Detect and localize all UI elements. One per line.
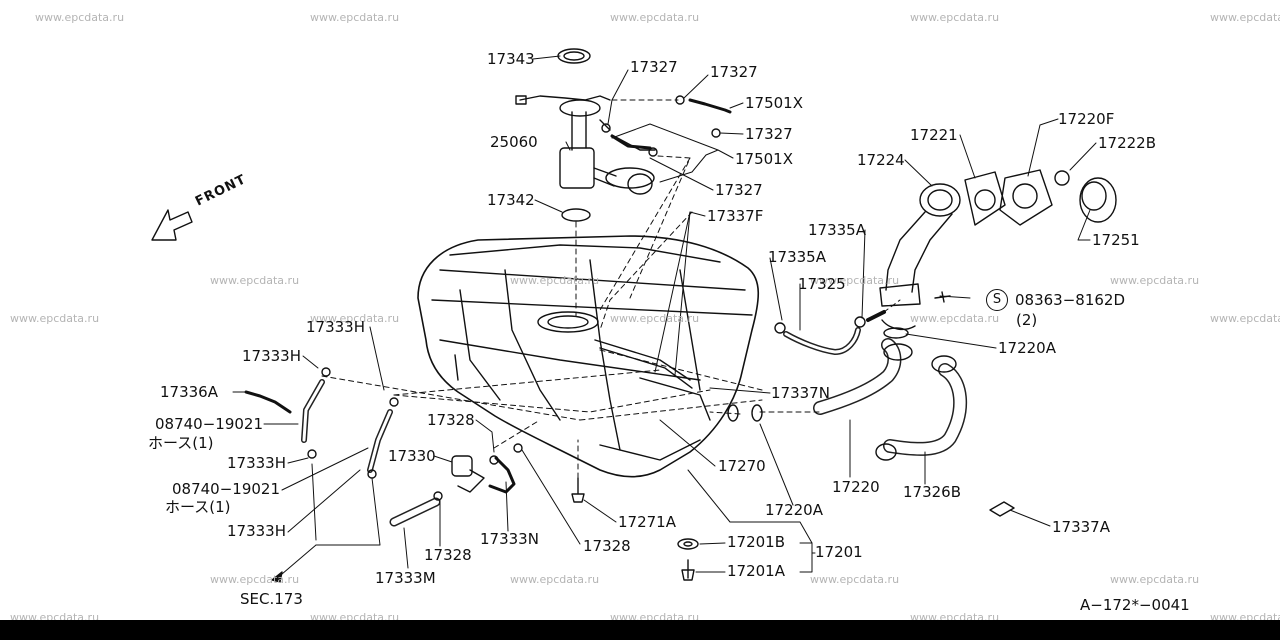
sealant-symbol-icon: S	[986, 289, 1008, 311]
part-label-17336A: 17336A	[160, 383, 218, 401]
part-label-17327-c: 17327	[745, 125, 793, 143]
part-label-17335A-a: 17335A	[808, 221, 866, 239]
watermark-text: www.epcdata.ru	[35, 11, 125, 24]
part-label-hose-a: ホース(1)	[148, 434, 214, 452]
bottom-border-bar	[0, 620, 1280, 640]
part-label-08363-8162D: 08363−8162D	[1015, 291, 1126, 309]
part-label-17333N: 17333N	[480, 530, 539, 548]
part-label-17335A-b: 17335A	[768, 248, 826, 266]
part-label-17220A-a: 17220A	[998, 339, 1056, 357]
part-label-17224: 17224	[857, 151, 905, 169]
part-label-08740-19021-a: 08740−19021	[155, 415, 264, 433]
part-label-hose-b: ホース(1)	[165, 498, 231, 516]
watermark-text: www.epcdata.ru	[1110, 274, 1200, 287]
part-label-qty-2: (2)	[1016, 311, 1038, 329]
part-label-17201: 17201	[815, 543, 863, 561]
watermark-text: www.epcdata.ru	[510, 274, 600, 287]
part-label-17342: 17342	[487, 191, 535, 209]
watermark-text: www.epcdata.ru	[310, 312, 400, 325]
part-label-17333H-b: 17333H	[242, 347, 301, 365]
fuel-pump-unit	[515, 48, 656, 222]
part-label-17330: 17330	[388, 447, 436, 465]
part-label-17337F: 17337F	[707, 207, 764, 225]
part-label-17222B: 17222B	[1098, 134, 1157, 152]
watermark-text: www.epcdata.ru	[510, 573, 600, 586]
watermark-text: www.epcdata.ru	[810, 274, 900, 287]
part-label-page-code: A−172*−0041	[1080, 596, 1190, 614]
part-label-17337N-a: 17337N	[771, 384, 830, 402]
fuel-tank-shape	[417, 235, 760, 478]
part-label-17327-b: 17327	[710, 63, 758, 81]
part-label-17325: 17325	[798, 275, 846, 293]
part-label-17327-a: 17327	[630, 58, 678, 76]
watermark-text: www.epcdata.ru	[910, 11, 1000, 24]
part-label-17501X-b: 17501X	[735, 150, 793, 168]
watermark-text: www.epcdata.ru	[210, 573, 300, 586]
watermark-text: www.epcdata.ru	[910, 312, 1000, 325]
watermark-text: www.epcdata.ru	[610, 11, 700, 24]
part-label-17328-b: 17328	[583, 537, 631, 555]
watermark-text: www.epcdata.ru	[10, 312, 100, 325]
watermark-text: www.epcdata.ru	[1210, 11, 1280, 24]
watermark-text: www.epcdata.ru	[810, 573, 900, 586]
part-label-17333M: 17333M	[375, 569, 436, 587]
watermark-text: www.epcdata.ru	[210, 274, 300, 287]
part-label-17343: 17343	[487, 50, 535, 68]
part-label-17220F: 17220F	[1058, 110, 1115, 128]
part-label-17333H-a: 17333H	[306, 318, 365, 336]
part-label-17326B: 17326B	[903, 483, 962, 501]
part-label-SEC173: SEC.173	[240, 590, 303, 608]
part-label-17327-d: 17327	[715, 181, 763, 199]
breather-hose	[875, 355, 968, 461]
part-label-08740-19021-b: 08740−19021	[172, 480, 281, 498]
front-arrow-icon	[151, 209, 193, 241]
watermark-text: www.epcdata.ru	[310, 11, 400, 24]
part-label-17328-c: 17328	[424, 546, 472, 564]
part-label-17201A: 17201A	[727, 562, 785, 580]
part-label-17220: 17220	[832, 478, 880, 496]
part-label-17251: 17251	[1092, 231, 1140, 249]
part-label-17221: 17221	[910, 126, 958, 144]
watermark-text: www.epcdata.ru	[1210, 312, 1280, 325]
part-label-17337A: 17337A	[1052, 518, 1110, 536]
part-label-25060: 25060	[490, 133, 538, 151]
part-label-17328-a: 17328	[427, 411, 475, 429]
part-label-17270: 17270	[718, 457, 766, 475]
watermark-text: www.epcdata.ru	[1110, 573, 1200, 586]
part-label-17220A-b: 17220A	[765, 501, 823, 519]
part-label-17201B: 17201B	[727, 533, 786, 551]
part-label-17333H-d: 17333H	[227, 522, 286, 540]
part-label-17271A: 17271A	[618, 513, 676, 531]
filler-hose	[813, 338, 913, 415]
part-label-17501X-a: 17501X	[745, 94, 803, 112]
watermark-text: www.epcdata.ru	[610, 312, 700, 325]
filler-neck-assembly	[879, 169, 1117, 331]
part-label-17333H-c: 17333H	[227, 454, 286, 472]
